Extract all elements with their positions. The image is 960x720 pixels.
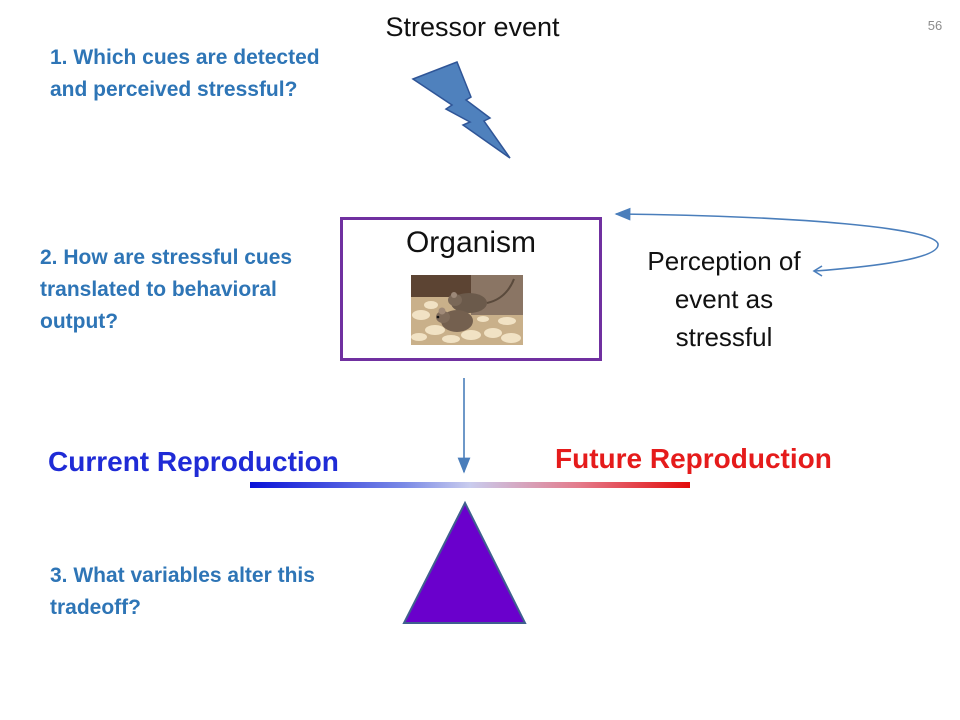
tradeoff-balance-bar <box>250 482 690 488</box>
current-reproduction-label: Current Reproduction <box>48 446 339 477</box>
stressor-title: Stressor event <box>385 12 560 42</box>
feedback-arrow-start-head <box>812 265 823 277</box>
future-reproduction-label: Future Reproduction <box>555 443 832 474</box>
mice-photo <box>411 275 523 345</box>
question-1: 1. Which cues are detected and perceived… <box>50 46 320 101</box>
organism-label: Organism <box>405 226 537 259</box>
feedback-arrow <box>614 207 939 272</box>
lightning-bolt-icon <box>411 61 511 159</box>
question-3: 3. What variables alter this tradeoff? <box>50 564 315 619</box>
perception-label: Perception of event as stressful <box>647 246 801 352</box>
organism-box <box>340 217 602 361</box>
slide-number: 56 <box>927 18 943 33</box>
triangle-fulcrum-icon <box>402 500 527 624</box>
question-2: 2. How are stressful cues translated to … <box>40 246 293 333</box>
